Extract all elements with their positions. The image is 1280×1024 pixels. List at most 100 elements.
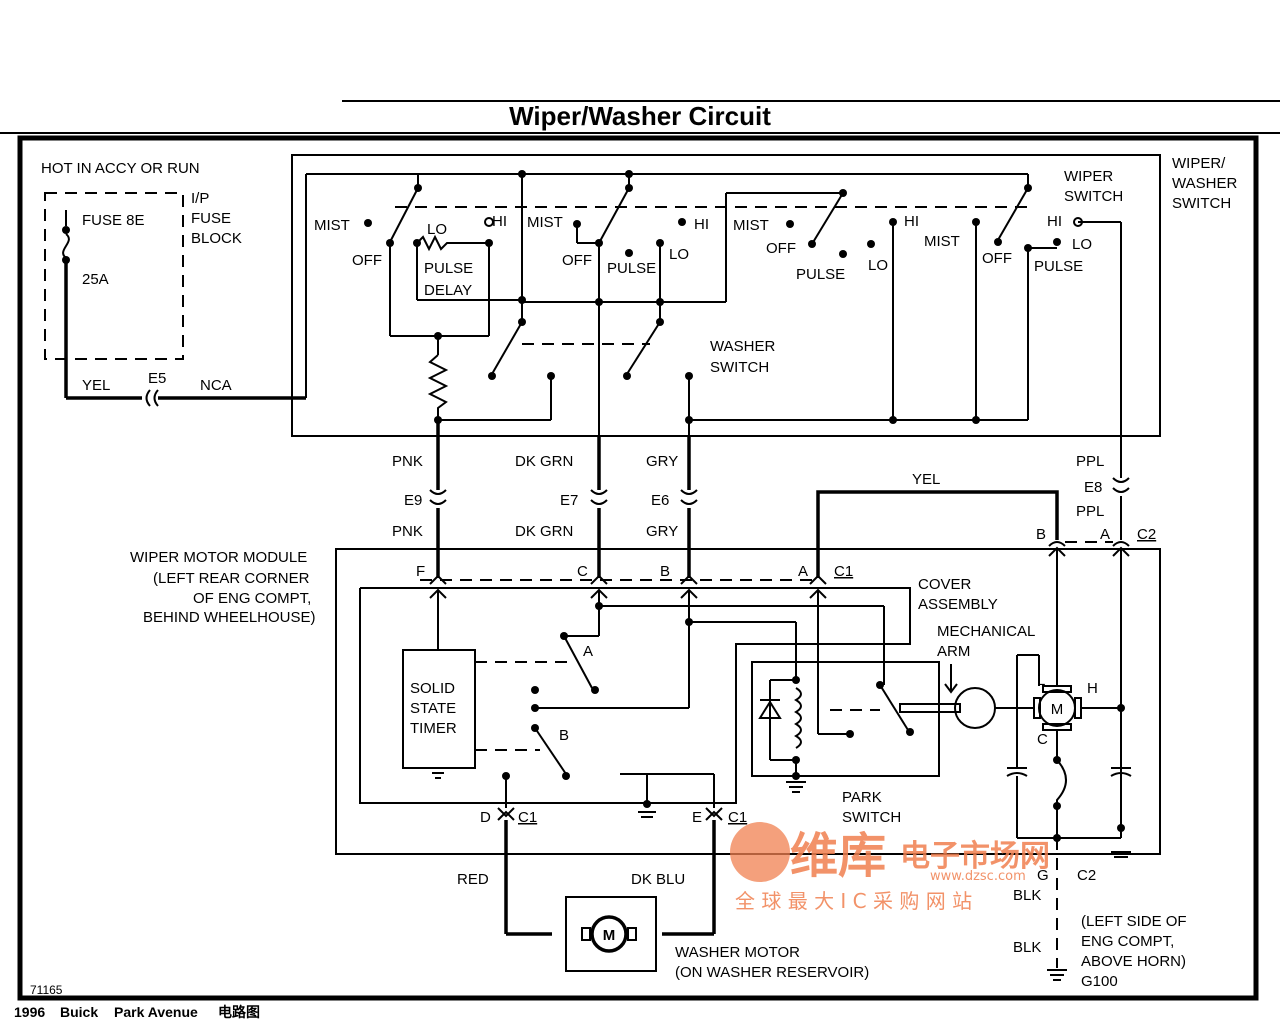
s1-hi: HI	[492, 213, 507, 230]
fuse-block-label-3: BLOCK	[191, 230, 242, 247]
connector-e7: E7	[560, 492, 578, 509]
connector-e8: E8	[1084, 479, 1102, 496]
wiper-switch-label-2: SWITCH	[1064, 188, 1123, 205]
harness-wires: PNK E9 PNK DK GRN E7 DK GRN GRY E6 GRY Y…	[392, 420, 1130, 578]
connector-c1-d: C1	[518, 809, 537, 826]
washer-switch-label-1: WASHER	[710, 338, 775, 355]
s4-hi: HI	[1047, 213, 1062, 230]
pin-d: D	[480, 809, 491, 826]
s4-off: OFF	[982, 250, 1012, 267]
wire-ppl-bottom: PPL	[1076, 503, 1104, 520]
motor-c: C	[1037, 731, 1048, 748]
wire-pnk-bottom: PNK	[392, 523, 423, 540]
wiper-motor-symbol: M	[1051, 701, 1064, 718]
cover-assembly-label-2: ASSEMBLY	[918, 596, 998, 613]
s4-mist: MIST	[924, 233, 960, 250]
ground-g100: G C2 BLK BLK (LEFT SIDE OF ENG COMPT, AB…	[1013, 838, 1187, 990]
fuse-rating: 25A	[82, 271, 109, 288]
ground-name: G100	[1081, 973, 1118, 990]
switch-title-2: WASHER	[1172, 175, 1237, 192]
wire-blk-1: BLK	[1013, 887, 1041, 904]
wiper-switch-label-1: WIPER	[1064, 168, 1113, 185]
connector-e6: E6	[651, 492, 669, 509]
pin-c: C	[577, 563, 588, 580]
diode-symbol	[758, 700, 782, 719]
timer-label-1: SOLID	[410, 680, 455, 697]
fuse-block-label-1: I/P	[191, 190, 209, 207]
cover-assembly-label-1: COVER	[918, 576, 972, 593]
connector-c2: C2	[1137, 526, 1156, 543]
relay-coil-symbol	[794, 687, 802, 749]
s2-lo: LO	[669, 246, 689, 263]
resistor-symbol	[427, 354, 449, 420]
s1-delay: DELAY	[424, 282, 472, 299]
module-title-3: OF ENG COMPT,	[193, 590, 311, 607]
s1-lo: LO	[427, 221, 447, 238]
ground-location-2: ENG COMPT,	[1081, 933, 1174, 950]
s3-off: OFF	[766, 240, 796, 257]
module-title-1: WIPER MOTOR MODULE	[130, 549, 307, 566]
watermark-brand: 维库	[790, 828, 886, 884]
wire-ppl-top: PPL	[1076, 453, 1104, 470]
watermark-tagline: 电子市场网	[900, 839, 1050, 874]
s4-lo: LO	[1072, 236, 1092, 253]
footer-make: Buick	[60, 1004, 98, 1020]
relay-a-label: A	[583, 643, 593, 660]
wire-dkblu: DK BLU	[631, 871, 685, 888]
watermark-slogan: 全 球 最 大 I C 采 购 网 站	[735, 889, 972, 913]
ground-location-1: (LEFT SIDE OF	[1081, 913, 1187, 930]
s1-pulse: PULSE	[424, 260, 473, 277]
timer-label-3: TIMER	[410, 720, 457, 737]
washer-motor-symbol: M	[603, 927, 616, 944]
switch-title-1: WIPER/	[1172, 155, 1226, 172]
wire-pnk-top: PNK	[392, 453, 423, 470]
washer-motor-label-2: (ON WASHER RESERVOIR)	[675, 964, 869, 981]
footer-year: 1996	[14, 1004, 45, 1020]
connector-e5: E5	[148, 370, 166, 387]
footer-suffix: 电路图	[218, 1004, 260, 1020]
watermark: 维库 电子市场网 www.dzsc.com 全 球 最 大 I C 采 购 网 …	[730, 822, 1050, 913]
fuse-block: HOT IN ACCY OR RUN FUSE 8E 25A I/P FUSE …	[41, 160, 242, 398]
ground-c2: C2	[1077, 867, 1096, 884]
s3-lo: LO	[868, 257, 888, 274]
relay-b-label: B	[559, 727, 569, 744]
diagram-title: Wiper/Washer Circuit	[509, 101, 771, 131]
park-switch-label-2: SWITCH	[842, 809, 901, 826]
s3-mist: MIST	[733, 217, 769, 234]
pin-a2: A	[1100, 526, 1110, 543]
ground-g: G	[1037, 867, 1049, 884]
wire-dkgrn-top: DK GRN	[515, 453, 573, 470]
connector-e9: E9	[404, 492, 422, 509]
module-title-4: BEHIND WHEELHOUSE)	[143, 609, 316, 626]
s2-pulse: PULSE	[607, 260, 656, 277]
pin-b2: B	[1036, 526, 1046, 543]
washer-switch-label-2: SWITCH	[710, 359, 769, 376]
mechanical-arm-label-1: MECHANICAL	[937, 623, 1035, 640]
park-switch-label-1: PARK	[842, 789, 882, 806]
watermark-logo	[730, 822, 790, 882]
s1-mist: MIST	[314, 217, 350, 234]
motor-l: L	[1037, 672, 1045, 689]
mechanical-arm-label-2: ARM	[937, 643, 970, 660]
fuse-name: FUSE 8E	[82, 212, 145, 229]
connector-c1-top: C1	[834, 563, 853, 580]
wire-yel-mid: YEL	[912, 471, 940, 488]
hot-accy-run-label: HOT IN ACCY OR RUN	[41, 160, 200, 177]
module-title-2: (LEFT REAR CORNER	[153, 570, 310, 587]
pin-f: F	[416, 563, 425, 580]
fuse-block-label-2: FUSE	[191, 210, 231, 227]
wire-gry-top: GRY	[646, 453, 678, 470]
pin-e: E	[692, 809, 702, 826]
wiper-motor-module: WIPER MOTOR MODULE (LEFT REAR CORNER OF …	[130, 526, 1161, 858]
wire-dkgrn-bottom: DK GRN	[515, 523, 573, 540]
connector-c1-e: C1	[728, 809, 747, 826]
pin-b: B	[660, 563, 670, 580]
switch-title-3: SWITCH	[1172, 195, 1231, 212]
motor-h: H	[1087, 680, 1098, 697]
s2-hi: HI	[694, 216, 709, 233]
s2-mist: MIST	[527, 214, 563, 231]
s4-pulse: PULSE	[1034, 258, 1083, 275]
washer-motor-label-1: WASHER MOTOR	[675, 944, 800, 961]
wire-label-yel: YEL	[82, 377, 110, 394]
connector-e5-symbol	[145, 389, 159, 407]
